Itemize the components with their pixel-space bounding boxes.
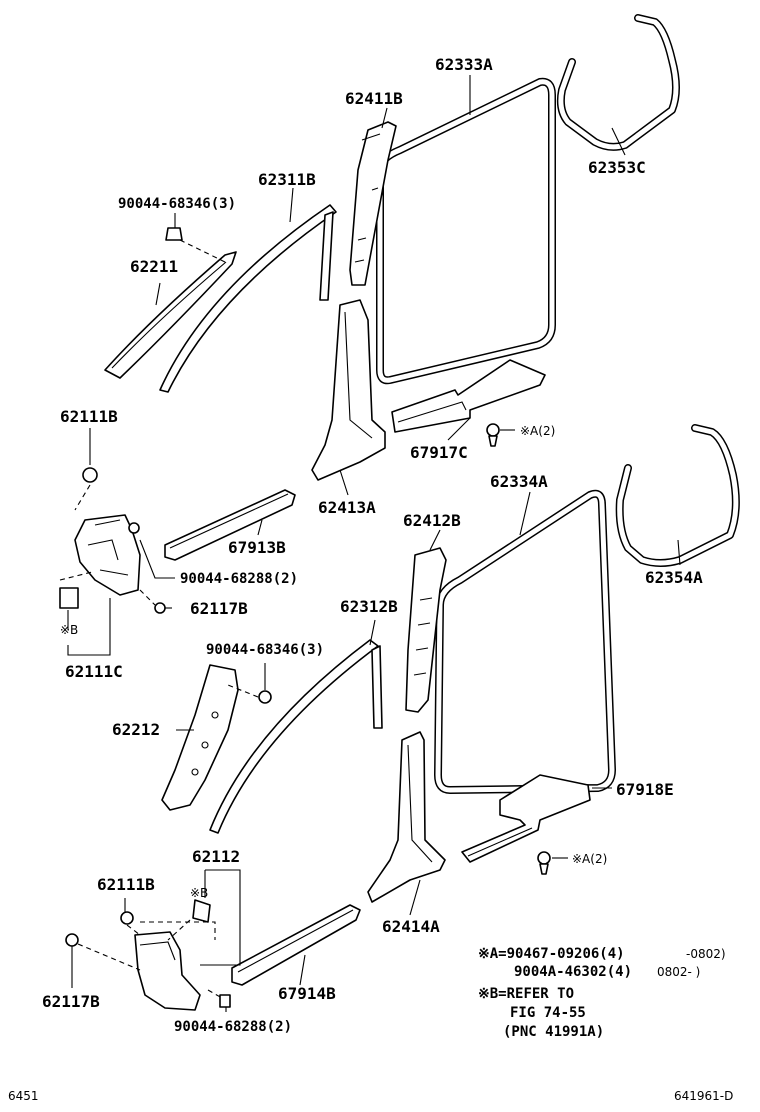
footer-right-code: 641961-D (674, 1089, 733, 1103)
label-62333a: 62333A (435, 55, 493, 74)
note-a-line1-range: -0802) (686, 947, 726, 961)
note-a-line2-range: 0802- ) (657, 965, 700, 979)
weatherstrip-62353c (556, 14, 680, 151)
weatherstrip-62333a (376, 77, 556, 385)
label-62312b: 62312B (340, 597, 398, 616)
label-62112: 62112 (192, 847, 240, 866)
label-62413a: 62413A (318, 498, 376, 517)
label-67913b: 67913B (228, 538, 286, 557)
scuff-plate-67917c (391, 359, 546, 447)
label-62111b-top: 62111B (60, 407, 118, 426)
label-90044-68346-mid: 90044-68346(3) (206, 642, 324, 658)
label-62212: 62212 (112, 720, 160, 739)
note-b-line1: ※B=REFER TO (478, 986, 574, 1002)
label-62353c: 62353C (588, 158, 646, 177)
label-clip-a-bot: ※A(2) (572, 852, 607, 866)
pillar-trim-62212 (161, 664, 239, 811)
label-62414a: 62414A (382, 917, 440, 936)
label-62111c: 62111C (65, 662, 123, 681)
label-62117b-top: 62117B (190, 599, 248, 618)
pillar-trim-62413a (311, 299, 386, 481)
roof-rail-62312b (209, 639, 383, 834)
note-a-line1: ※A=90467-09206(4) (478, 946, 625, 962)
label-62311b: 62311B (258, 170, 316, 189)
leader-lines (67, 75, 681, 1012)
label-90044-68288-bot: 90044-68288(2) (174, 1019, 292, 1035)
label-62412b: 62412B (403, 511, 461, 530)
label-62211: 62211 (130, 257, 178, 276)
scuff-plate-67918e (461, 774, 591, 875)
label-90044-68288-top: 90044-68288(2) (180, 571, 298, 587)
clip-90044-68346-top (165, 227, 226, 263)
clip-90044-68346-mid (227, 684, 272, 704)
note-b-line3: (PNC 41991A) (503, 1024, 604, 1040)
note-a-line2: 9004A-46302(4) (514, 964, 632, 980)
scuff-plate-67914b (231, 904, 361, 986)
label-62354a: 62354A (645, 568, 703, 587)
pillar-trim-62411b (349, 121, 397, 286)
label-67918e: 67918E (616, 780, 674, 799)
label-note-b-bot: ※B (190, 886, 208, 900)
label-67917c: 67917C (410, 443, 468, 462)
pillar-trim-62414a (367, 731, 446, 903)
weatherstrip-62334a (434, 489, 616, 794)
label-62411b: 62411B (345, 89, 403, 108)
label-note-b-top: ※B (60, 623, 78, 637)
roof-rail-62311b (159, 204, 337, 393)
label-90044-68346-top: 90044-68346(3) (118, 196, 236, 212)
footer-left-code: 6451 (8, 1089, 39, 1103)
label-67914b: 67914B (278, 984, 336, 1003)
pillar-trim-62211 (104, 251, 237, 379)
cowl-trim-62111c (59, 467, 166, 614)
label-62334a: 62334A (490, 472, 548, 491)
pillar-trim-62412b (405, 547, 447, 713)
note-b-line2: FIG 74-55 (510, 1005, 586, 1021)
label-62117b-bot: 62117B (42, 992, 100, 1011)
scuff-plate-67913b (164, 489, 296, 561)
label-clip-a-top: ※A(2) (520, 424, 555, 438)
label-62111b-bot: 62111B (97, 875, 155, 894)
cowl-trim-62112 (65, 899, 231, 1011)
